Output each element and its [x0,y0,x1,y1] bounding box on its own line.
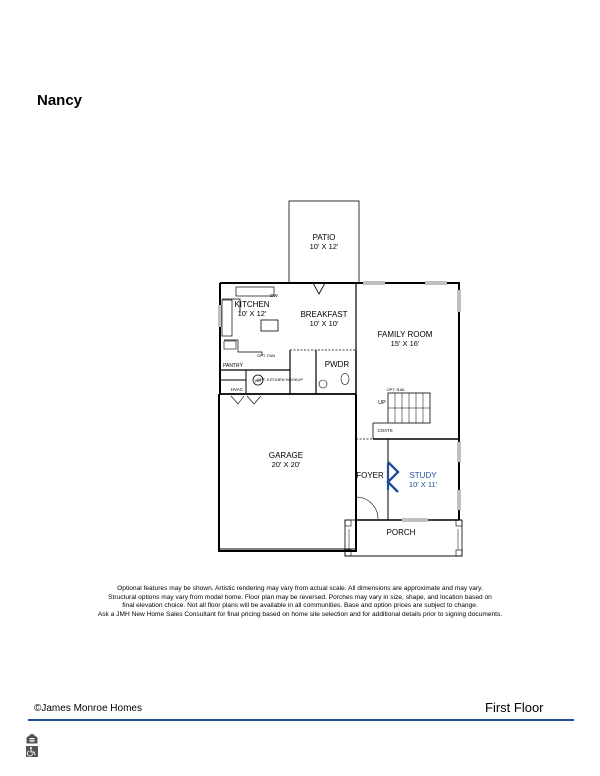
garage-wall [218,394,357,552]
footer-rule [28,719,574,721]
opt-rail-label: OPT. RAIL [387,387,407,392]
breakfast-dim: 10' X 10' [310,319,339,328]
hvac-label: HVAC [231,387,244,392]
pantry-label: PANTRY [223,363,243,369]
equal-housing-icon [26,733,38,744]
foyer-label: FOYER [356,471,384,480]
accessibility-icon [26,746,38,757]
study-dim: 10' X 11' [409,480,438,489]
disclaimer-line: Optional features may be shown. Artistic… [117,585,483,592]
plan-name: Nancy [37,92,83,109]
study-door [386,461,400,493]
opt-kitchen-hookup-label: OPT. KITCHEN HOOKUP [257,377,303,382]
footer-icons [26,733,38,757]
kitchen-dim: 10' X 12' [238,309,267,318]
pwdr-label: PWDR [325,360,350,369]
coats-label: COATS [377,428,392,433]
patio-dim: 10' X 12' [310,242,339,251]
family-room-dim: 15' X 16' [391,339,420,348]
patio-label: PATIO [313,233,336,242]
dw-label: DW [270,293,278,298]
study-label: STUDY [409,471,437,480]
breakfast-label: BREAKFAST [300,310,347,319]
disclaimer-line: final elevation choice. Not all floor pl… [122,602,478,610]
kitchen-label: KITCHEN [234,300,269,309]
disclaimer-line: Ask a JMH New Home Sales Consultant for … [97,610,503,618]
garage-dim: 20' X 20' [272,460,301,469]
disclaimer-line: Structural options may vary from model h… [108,593,492,601]
upper-wall [220,282,460,439]
porch-label: PORCH [387,528,416,537]
copyright: ©James Monroe Homes [34,703,142,714]
floor-title: First Floor [485,700,544,715]
garage-label: GARAGE [269,451,303,460]
water-heater-label: WH [255,378,262,383]
opt-fan-label: OPT. FAN [257,353,275,358]
disclaimer: Optional features may be shown. Artistic… [60,585,540,619]
family-room-label: FAMILY ROOM [378,330,433,339]
stairs-up-label: UP [378,400,386,406]
